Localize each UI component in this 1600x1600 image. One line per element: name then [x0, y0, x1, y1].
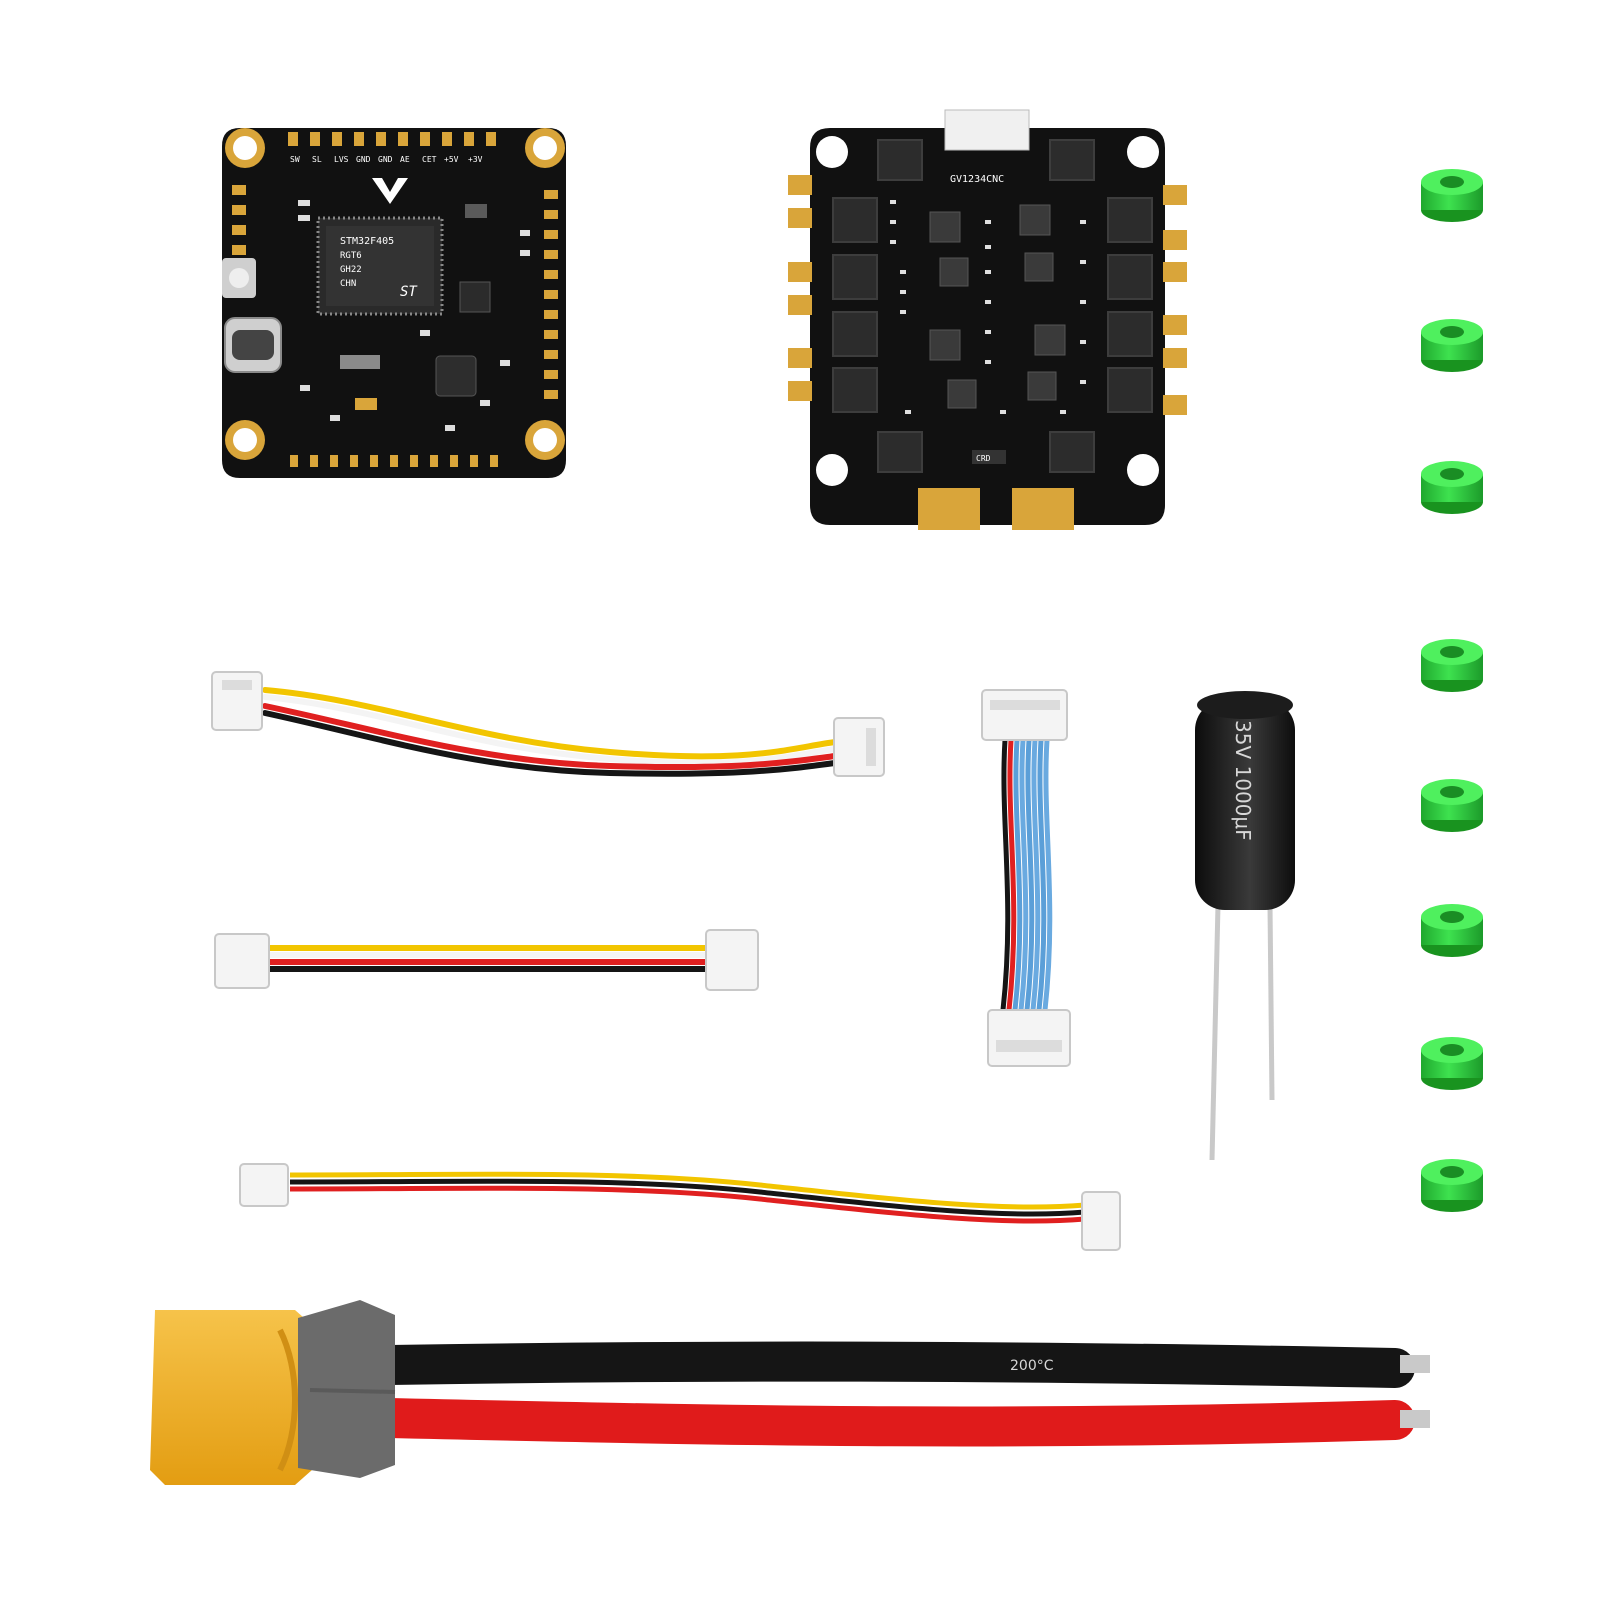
fc-mounting-holes [225, 128, 565, 460]
svg-text:CET: CET [422, 155, 437, 164]
esc-driver-chips [929, 204, 1066, 409]
svg-text:LVS: LVS [334, 155, 349, 164]
svg-text:200°C: 200°C [1010, 1358, 1054, 1374]
svg-text:GND: GND [356, 155, 371, 164]
svg-text:ST: ST [400, 284, 418, 300]
esc-small-components [890, 200, 1086, 414]
esc-battery-pad-negative [918, 488, 980, 530]
fc-mcu-chip: STM32F405 RGT6 GH22 CHN ST [316, 216, 444, 316]
svg-text:GH22: GH22 [340, 265, 362, 275]
svg-text:35V 1000μF: 35V 1000μF [1231, 720, 1255, 841]
grommet [1421, 1159, 1483, 1212]
jst-cable-4pin-long [262, 687, 838, 777]
esc-connector [944, 109, 1030, 151]
fc-bottom-pads [290, 455, 498, 467]
jst-connector [211, 671, 263, 731]
jst-connector [214, 933, 270, 989]
grommet [1421, 461, 1483, 514]
wire-tip [1400, 1355, 1430, 1373]
grommet [1421, 904, 1483, 957]
jst-connector [1081, 1191, 1121, 1251]
electrolytic-capacitor: 35V 1000μF [1195, 691, 1295, 1161]
esc-mosfets [832, 139, 1153, 473]
esc-board: GV1234CNC [788, 109, 1187, 530]
svg-text:STM32F405: STM32F405 [340, 236, 394, 247]
wire-tip [1400, 1410, 1430, 1428]
fc-top-pads [288, 132, 496, 146]
grommet [1421, 169, 1483, 222]
jst-connector [705, 929, 759, 991]
esc-right-motor-pads [1163, 185, 1187, 415]
svg-text:GND: GND [378, 155, 393, 164]
svg-text:SL: SL [312, 155, 322, 164]
svg-text:SW: SW [290, 155, 300, 164]
svg-text:CRD: CRD [976, 454, 991, 463]
grommet [1421, 1037, 1483, 1090]
jst-cable-4pin-short [270, 945, 710, 972]
grommet [1421, 319, 1483, 372]
ribbon-cable-8pin [1000, 739, 1053, 1011]
grommets [1421, 169, 1483, 1212]
fc-right-pads [544, 190, 558, 399]
svg-text:+5V: +5V [444, 155, 459, 164]
fc-small-components [298, 200, 530, 431]
svg-text:GV1234CNC: GV1234CNC [950, 174, 1004, 185]
esc-left-motor-pads [788, 175, 812, 401]
ribbon-connector [987, 1009, 1071, 1067]
svg-text:CHN: CHN [340, 279, 356, 289]
fc-logo [372, 178, 408, 204]
svg-text:AE: AE [400, 155, 410, 164]
fc-inductor [435, 355, 477, 397]
jst-connector [833, 717, 885, 777]
grommet [1421, 779, 1483, 832]
xt60-power-lead: 200°C [150, 1300, 1430, 1485]
jst-connector [239, 1163, 289, 1207]
svg-text:RGT6: RGT6 [340, 251, 362, 261]
fc-top-pad-labels: SW SL LVS GND GND AE CET +5V +3V [290, 155, 483, 164]
flight-controller-board: SW SL LVS GND GND AE CET +5V +3V [222, 128, 566, 478]
ribbon-connector [981, 689, 1068, 741]
esc-battery-pad-positive [1012, 488, 1074, 530]
fc-left-pads [232, 185, 246, 255]
svg-text:+3V: +3V [468, 155, 483, 164]
xt60-connector [150, 1310, 312, 1485]
grommet [1421, 639, 1483, 692]
jst-cable-3pin [289, 1171, 1086, 1224]
